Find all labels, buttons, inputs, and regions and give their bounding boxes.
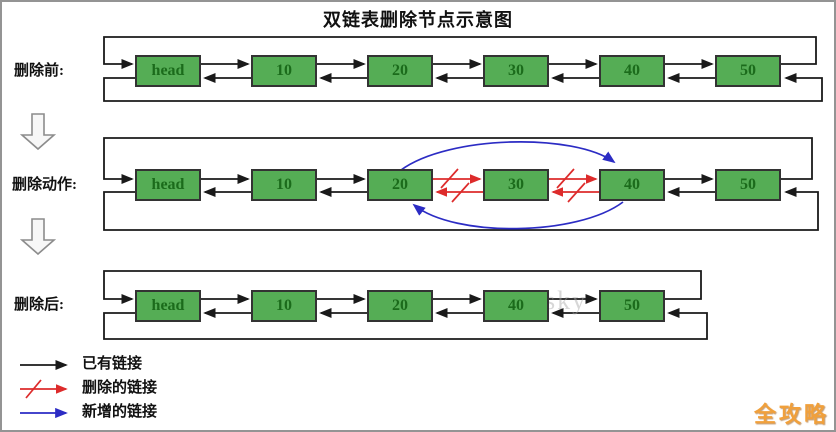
list-node: head [135, 169, 201, 201]
list-node: 20 [367, 55, 433, 87]
list-node: head [135, 55, 201, 87]
new-links [400, 141, 624, 230]
deleted-links [433, 168, 599, 203]
before-row-label: 删除前: [14, 63, 64, 79]
list-node: 10 [251, 55, 317, 87]
action-wrap-prev-link [103, 186, 819, 231]
list-node: 10 [251, 290, 317, 322]
list-node: 50 [715, 55, 781, 87]
action-row-links [103, 137, 819, 231]
legend-item-existing-link: 已有链接 [82, 356, 143, 372]
list-node-to-delete: 30 [483, 169, 549, 201]
legend-item-deleted-link: 删除的链接 [82, 380, 158, 396]
delete-slash-icon [567, 182, 586, 203]
list-node: 40 [599, 169, 665, 201]
action-row-label: 删除动作: [12, 177, 77, 193]
list-node: head [135, 290, 201, 322]
action-wrap-next-link [103, 137, 813, 185]
delete-slash-icon [451, 182, 470, 203]
after-wrap-next-link [103, 270, 702, 305]
after-wrap-prev-link [103, 307, 708, 340]
list-node: 50 [715, 169, 781, 201]
down-step-arrow-icon [19, 218, 57, 256]
faint-watermark: sky [545, 286, 588, 315]
list-node: 20 [367, 290, 433, 322]
after-row-links [103, 270, 708, 340]
list-node: 40 [483, 290, 549, 322]
list-node: 10 [251, 169, 317, 201]
list-node: 50 [599, 290, 665, 322]
step-arrows [19, 113, 57, 256]
before-row-links [103, 36, 823, 102]
list-node: 20 [367, 169, 433, 201]
diagram-title: 双链表删除节点示意图 [323, 10, 513, 30]
before-wrap-next-link [103, 36, 817, 70]
corner-watermark: 全攻略 [754, 402, 830, 427]
legend-item-new-link: 新增的链接 [82, 404, 158, 420]
list-node: 30 [483, 55, 549, 87]
new-next-link-curve [400, 141, 616, 171]
delete-slash-icon [556, 168, 575, 189]
new-prev-link-curve [412, 201, 624, 230]
delete-slash-icon [440, 168, 459, 189]
before-wrap-prev-link [103, 72, 823, 102]
list-node: 40 [599, 55, 665, 87]
delete-slash-icon [25, 379, 42, 399]
legend-icons [20, 359, 68, 419]
down-step-arrow-icon [19, 113, 57, 151]
after-row-label: 删除后: [14, 297, 64, 313]
